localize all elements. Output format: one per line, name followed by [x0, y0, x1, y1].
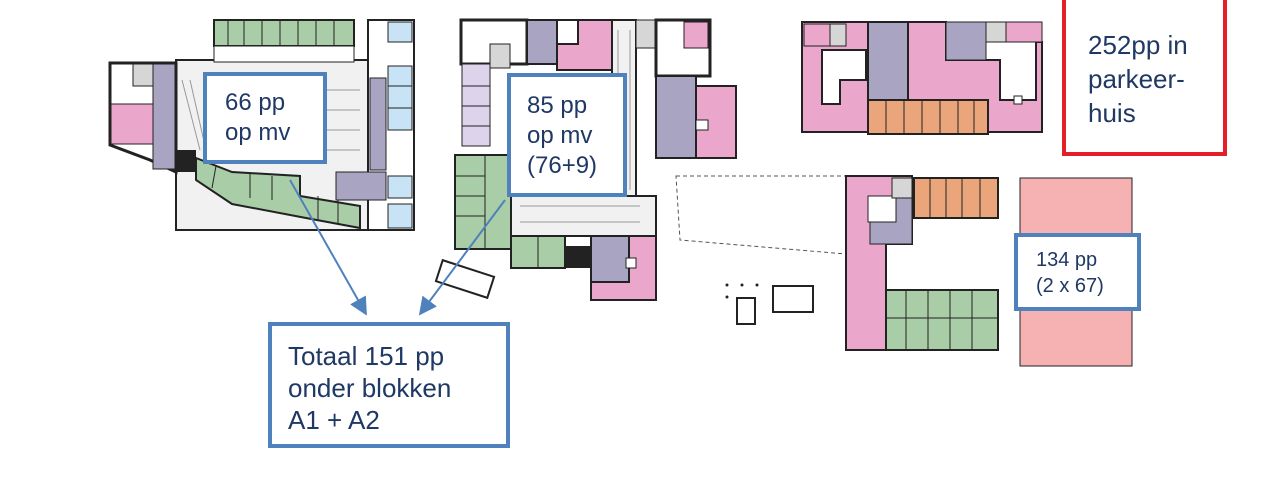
block-b-stalls: [867, 99, 989, 135]
label-garage-line-3: huis: [1088, 98, 1136, 128]
block-a1-row: [213, 45, 355, 63]
block-a2-storage-south: [590, 235, 630, 283]
label-block-a2-line-3: (76+9): [527, 152, 598, 179]
block-a1-core: [132, 63, 154, 87]
block-a2-apartment-south: [590, 235, 657, 301]
label-total-line-3: A1 + A2: [288, 405, 380, 435]
block-b-storage: [867, 21, 909, 101]
label-total: Totaal 151 pp onder blokken A1 + A2: [268, 322, 510, 448]
block-a1-storage-purple: [369, 77, 387, 171]
label-parking-garage: 252pp in parkeer- huis: [1062, 0, 1227, 156]
block-a2-stair: [565, 246, 591, 268]
site-objects: [725, 283, 814, 325]
label-garage-line-1: 252pp in: [1088, 30, 1188, 60]
block-a2-core-2: [635, 19, 657, 49]
label-block-a1-line-2: op mv: [225, 119, 291, 146]
block-a2-core-left: [489, 43, 511, 69]
block-c-stalls: [913, 177, 999, 219]
future-footprint: [675, 175, 847, 255]
block-a2-shed: [434, 258, 496, 300]
label-block-a2-line-1: 85 pp: [527, 92, 588, 119]
block-a1-entrance: [176, 150, 196, 172]
arrow-a2-to-total: [418, 199, 506, 316]
label-block-a2: 85 pp op mv (76+9): [507, 73, 627, 197]
block-a1-storage-purple-2: [335, 171, 387, 201]
arrow-a1-to-total: [289, 179, 367, 316]
block-a1-parking-north: [213, 19, 355, 47]
label-garage-line-2: parkeer-: [1088, 64, 1185, 94]
label-block-c-line-2: (2 x 67): [1036, 275, 1104, 297]
label-block-a2-line-2: op mv: [527, 122, 593, 149]
block-a2-parking-west: [454, 154, 512, 250]
block-c-parking: [885, 289, 999, 351]
block-a2-corridor-south: [510, 195, 657, 237]
label-total-line-1: Totaal 151 pp: [288, 341, 445, 371]
label-total-line-2: onder blokken: [288, 373, 452, 403]
block-a2-storage-east: [655, 75, 697, 159]
block-a2-east-room-pink: [683, 21, 709, 49]
block-b-floorplan: [801, 21, 1043, 135]
block-a2-floorplan: [434, 18, 737, 301]
label-block-c: 134 pp (2 x 67): [1014, 233, 1141, 311]
block-a1-parking-south: [195, 156, 361, 230]
block-a1-storage: [152, 63, 176, 170]
label-block-c-line-1: 134 pp: [1036, 249, 1098, 271]
label-block-a1-line-1: 66 pp: [225, 89, 286, 116]
block-b-core: [821, 49, 867, 105]
block-c-floorplan: [845, 175, 1133, 367]
block-a1-apartment: [110, 103, 154, 145]
label-block-a1: 66 pp op mv: [203, 72, 327, 164]
block-a2-storage-north: [526, 19, 558, 65]
